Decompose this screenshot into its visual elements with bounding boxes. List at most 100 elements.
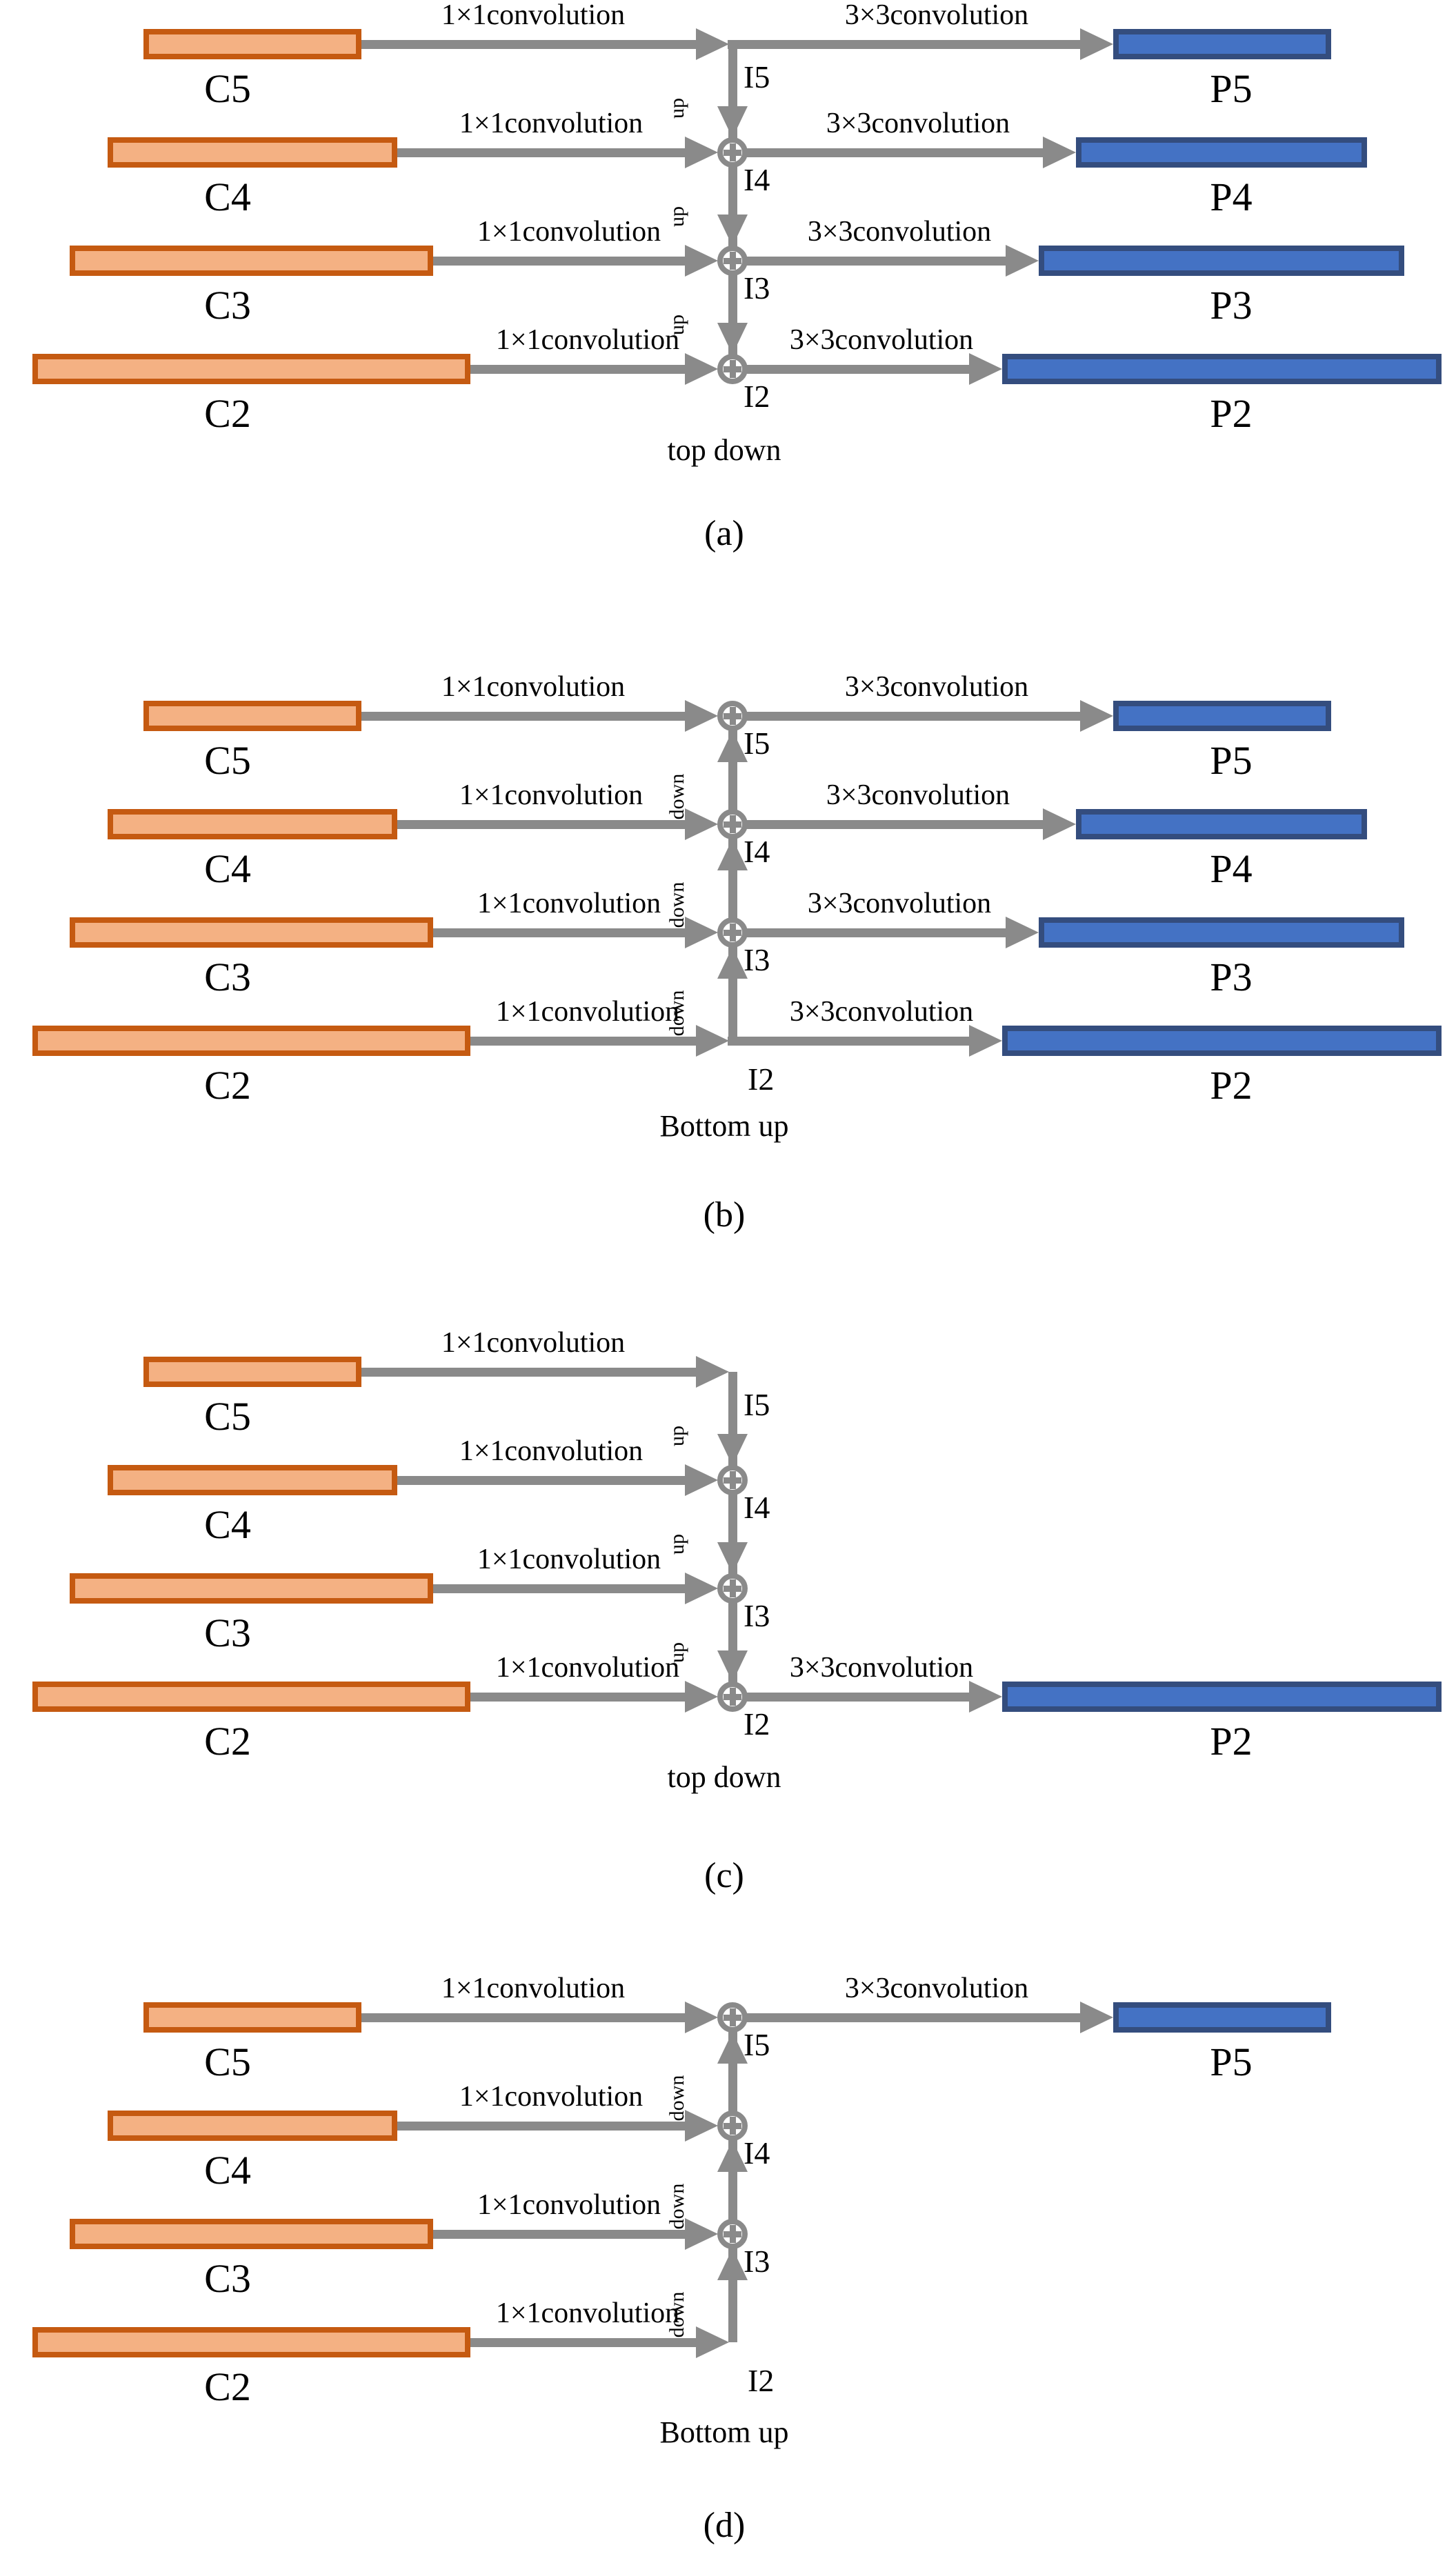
right-arrowhead-icon-p5-panel-b	[1080, 700, 1113, 732]
output-label-p3-panel-a: P3	[1210, 283, 1253, 328]
output-conv-label-p5-panel-d: 3×3convolution	[844, 1973, 1029, 2004]
output-label-p2-panel-b: P2	[1210, 1063, 1253, 1108]
lateral-conv-line-c2-panel-d	[468, 2338, 701, 2347]
output-conv-line-p5-panel-a	[728, 40, 1086, 49]
input-bar-c5-panel-d	[143, 2002, 361, 2033]
node-label-i2-panel-c: I2	[744, 1706, 770, 1742]
input-label-c4-panel-b: C4	[204, 846, 251, 891]
up-arrowhead-icon-panel-d	[717, 2032, 748, 2064]
output-label-p2-panel-c: P2	[1210, 1719, 1253, 1764]
lateral-conv-label-c2-panel-d: 1×1convolution	[495, 2297, 680, 2329]
input-bar-c2-panel-a	[32, 354, 470, 384]
lateral-conv-line-c4-panel-b	[395, 820, 690, 829]
input-bar-c4-panel-d	[108, 2111, 397, 2141]
input-bar-c3-panel-a	[70, 246, 433, 276]
lateral-conv-line-c2-panel-a	[468, 365, 690, 374]
input-bar-c3-panel-b	[70, 917, 433, 948]
right-arrowhead-icon-c5-panel-b	[685, 700, 718, 732]
right-arrowhead-icon-c3-panel-b	[685, 917, 718, 948]
output-conv-label-p5-panel-a: 3×3convolution	[844, 0, 1029, 31]
right-arrowhead-icon-c2-panel-d	[696, 2326, 729, 2358]
right-arrowhead-icon-p3-panel-a	[1006, 245, 1039, 277]
input-bar-c5-panel-c	[143, 1357, 361, 1387]
input-bar-c2-panel-c	[32, 1682, 470, 1712]
flow-direction-label-panel-a: top down	[667, 433, 781, 467]
input-label-c5-panel-a: C5	[204, 66, 251, 111]
right-arrowhead-icon-c4-panel-a	[685, 137, 718, 168]
lateral-conv-line-c3-panel-c	[430, 1584, 690, 1593]
input-label-c5-panel-b: C5	[204, 738, 251, 783]
output-conv-line-p3-panel-b	[746, 928, 1011, 937]
output-conv-line-p4-panel-b	[746, 820, 1048, 829]
node-label-i3-panel-a: I3	[744, 270, 770, 306]
output-conv-line-p2-panel-b	[728, 1037, 975, 1046]
merge-node-i4-panel-b	[717, 809, 748, 839]
input-bar-c5-panel-a	[143, 29, 361, 59]
lateral-conv-label-c4-panel-a: 1×1convolution	[459, 108, 644, 139]
node-label-i4-panel-c: I4	[744, 1490, 770, 1525]
right-arrowhead-icon-c3-panel-d	[685, 2218, 718, 2250]
node-label-i5-panel-a: I5	[744, 59, 770, 94]
input-label-c4-panel-c: C4	[204, 1502, 251, 1547]
node-label-i2-panel-b: I2	[748, 1061, 775, 1097]
merge-node-i4-panel-d	[717, 2111, 748, 2141]
flow-direction-label-panel-d: Bottom up	[659, 2415, 789, 2449]
node-label-i4-panel-d: I4	[744, 2135, 770, 2171]
lateral-conv-label-c3-panel-a: 1×1convolution	[477, 216, 661, 248]
output-bar-p4-panel-b	[1076, 809, 1367, 839]
right-arrowhead-icon-p4-panel-b	[1043, 808, 1076, 840]
merge-node-i5-panel-b	[717, 701, 748, 731]
merge-node-i2-panel-c	[717, 1682, 748, 1712]
output-label-p5-panel-a: P5	[1210, 66, 1253, 111]
lateral-conv-label-c5-panel-d: 1×1convolution	[441, 1973, 626, 2004]
right-arrowhead-icon-c4-panel-c	[685, 1464, 718, 1496]
lateral-conv-label-c3-panel-d: 1×1convolution	[477, 2189, 661, 2221]
output-conv-line-p5-panel-d	[746, 2013, 1086, 2022]
input-bar-c4-panel-c	[108, 1465, 397, 1495]
up-arrowhead-icon-panel-d	[717, 2140, 748, 2172]
output-conv-label-p3-panel-b: 3×3convolution	[807, 888, 992, 919]
input-label-c5-panel-c: C5	[204, 1394, 251, 1439]
output-bar-p5-panel-d	[1113, 2002, 1331, 2033]
input-label-c5-panel-d: C5	[204, 2039, 251, 2084]
output-bar-p5-panel-b	[1113, 701, 1331, 731]
panel-caption-c: (c)	[704, 1856, 744, 1895]
input-label-c4-panel-a: C4	[204, 174, 251, 219]
right-arrowhead-icon-p5-panel-d	[1080, 2002, 1113, 2033]
merge-node-i4-panel-c	[717, 1465, 748, 1495]
node-label-i3-panel-d: I3	[744, 2244, 770, 2279]
output-bar-p3-panel-a	[1039, 246, 1404, 276]
output-conv-label-p2-panel-a: 3×3convolution	[789, 324, 974, 356]
lateral-conv-line-c2-panel-c	[468, 1693, 690, 1702]
input-label-c2-panel-c: C2	[204, 1719, 251, 1764]
input-label-c3-panel-b: C3	[204, 955, 251, 999]
node-label-i3-panel-b: I3	[744, 942, 770, 977]
lateral-conv-label-c5-panel-c: 1×1convolution	[441, 1327, 626, 1359]
node-label-i2-panel-a: I2	[744, 379, 770, 414]
input-label-c2-panel-a: C2	[204, 391, 251, 436]
merge-node-i3-panel-c	[717, 1573, 748, 1604]
input-bar-c2-panel-d	[32, 2327, 470, 2357]
output-label-p5-panel-b: P5	[1210, 738, 1253, 783]
merge-node-i3-panel-b	[717, 917, 748, 948]
lateral-conv-label-c4-panel-c: 1×1convolution	[459, 1435, 644, 1467]
output-label-p4-panel-b: P4	[1210, 846, 1253, 891]
lateral-conv-label-c4-panel-b: 1×1convolution	[459, 779, 644, 811]
input-bar-c3-panel-c	[70, 1573, 433, 1604]
input-label-c3-panel-c: C3	[204, 1610, 251, 1655]
input-label-c3-panel-a: C3	[204, 283, 251, 328]
lateral-conv-line-c3-panel-a	[430, 257, 690, 266]
up-arrowhead-icon-panel-b	[717, 947, 748, 979]
down-arrowhead-icon-panel-c	[717, 1434, 748, 1466]
vertical-connector-panel-c	[728, 1372, 737, 1697]
node-label-i3-panel-c: I3	[744, 1598, 770, 1633]
lateral-conv-label-c2-panel-c: 1×1convolution	[495, 1652, 680, 1684]
lateral-conv-label-c4-panel-d: 1×1convolution	[459, 2081, 644, 2113]
right-arrowhead-icon-c5-panel-a	[696, 28, 729, 60]
input-label-c3-panel-d: C3	[204, 2256, 251, 2301]
input-bar-c4-panel-b	[108, 809, 397, 839]
input-bar-c3-panel-d	[70, 2219, 433, 2249]
right-arrowhead-icon-c5-panel-c	[696, 1356, 729, 1388]
output-conv-line-p5-panel-b	[746, 712, 1086, 721]
